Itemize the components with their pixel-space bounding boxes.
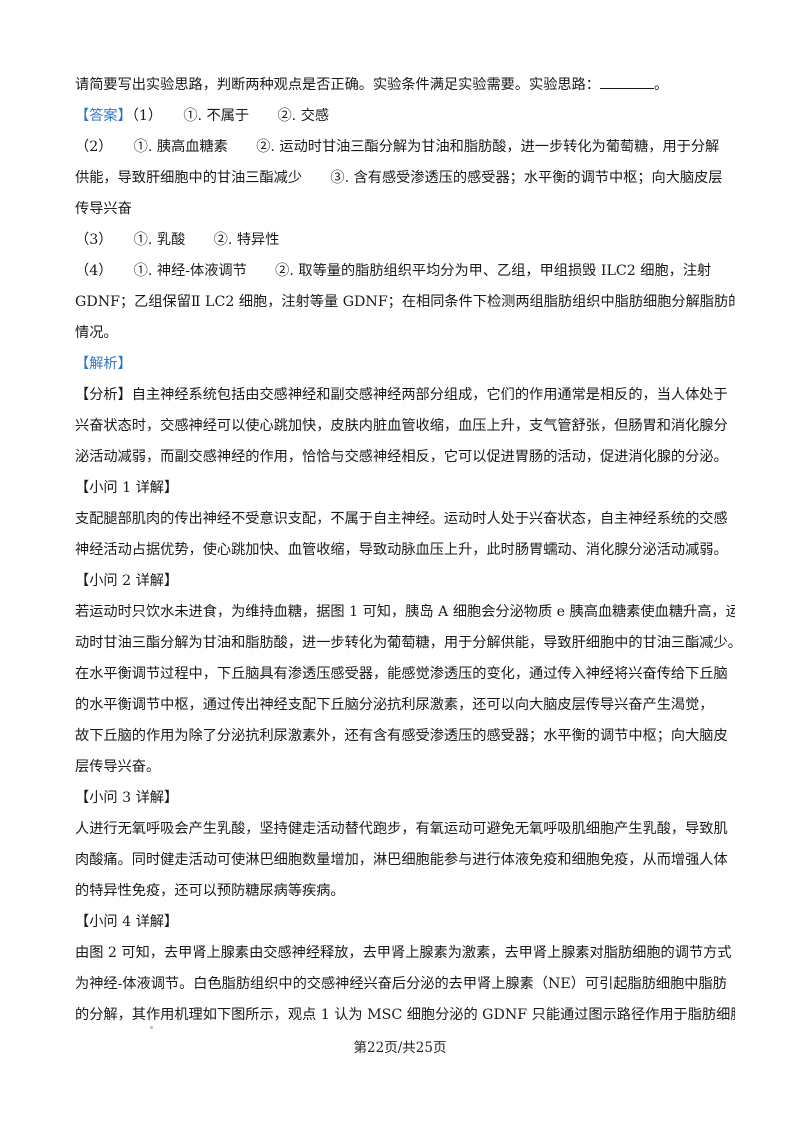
- text-line: 神经活动占据优势，使心跳加快、血管收缩，导致动脉血压上升，此时肠胃蠕动、消化腺分…: [75, 539, 735, 570]
- section-label: 【答案】: [75, 108, 132, 124]
- text-segment: 【小问 4 详解】: [75, 914, 179, 930]
- text-segment: （2） ①. 胰高血糖素 ②. 运动时甘油三酯分解为甘油和脂肪酸，进一步转化为葡…: [75, 139, 720, 155]
- text-line: （3） ①. 乳酸 ②. 特异性: [75, 229, 735, 260]
- text-segment: 肉酸痛。同时健走活动可使淋巴细胞数量增加，淋巴细胞能参与进行体液免疫和细胞免疫，…: [75, 852, 728, 868]
- text-line: 情况。: [75, 322, 735, 353]
- text-line: 若运动时只饮水未进食，为维持血糖，据图 1 可知，胰岛 A 细胞会分泌物质 e …: [75, 601, 735, 632]
- text-segment: 的水平衡调节中枢，通过传出神经支配下丘脑分泌抗利尿激素，还可以向大脑皮层传导兴奋…: [75, 697, 714, 713]
- text-line: 动时甘油三酯分解为甘油和脂肪酸，进一步转化为葡萄糖，用于分解供能，导致肝细胞中的…: [75, 632, 735, 663]
- scan-dot: [150, 1026, 153, 1029]
- text-line: （2） ①. 胰高血糖素 ②. 运动时甘油三酯分解为甘油和脂肪酸，进一步转化为葡…: [75, 136, 735, 167]
- text-segment: 故下丘脑的作用为除了分泌抗利尿激素外，还有含有感受渗透压的感受器；水平衡的调节中…: [75, 728, 728, 744]
- section-label: 【解析】: [75, 356, 132, 372]
- text-line: 供能，导致肝细胞中的甘油三酯减少 ③. 含有感受渗透压的感受器；水平衡的调节中枢…: [75, 167, 735, 198]
- text-segment: 【小问 3 详解】: [75, 790, 179, 806]
- text-line: 由图 2 可知，去甲肾上腺素由交感神经释放，去甲肾上腺素为激素，去甲肾上腺素对脂…: [75, 942, 735, 973]
- text-line: 【小问 4 详解】: [75, 911, 735, 942]
- text-line: （4） ①. 神经-体液调节 ②. 取等量的脂肪组织平均分为甲、乙组，甲组损毁 …: [75, 260, 735, 291]
- text-segment: 供能，导致肝细胞中的甘油三酯减少 ③. 含有感受渗透压的感受器；水平衡的调节中枢…: [75, 170, 723, 186]
- text-line: 故下丘脑的作用为除了分泌抗利尿激素外，还有含有感受渗透压的感受器；水平衡的调节中…: [75, 725, 735, 756]
- text-line: 【小问 2 详解】: [75, 570, 735, 601]
- text-segment: 请简要写出实验思路，判断两种观点是否正确。实验条件满足实验需要。实验思路：: [75, 77, 600, 93]
- text-line: 肉酸痛。同时健走活动可使淋巴细胞数量增加，淋巴细胞能参与进行体液免疫和细胞免疫，…: [75, 849, 735, 880]
- text-line: 【小问 3 详解】: [75, 787, 735, 818]
- text-segment: 支配腿部肌肉的传出神经不受意识支配，不属于自主神经。运动时人处于兴奋状态，自主神…: [75, 511, 728, 527]
- text-segment: 【小问 2 详解】: [75, 573, 179, 589]
- text-line: 兴奋状态时，交感神经可以使心跳加快，皮肤内脏血管收缩，血压上升，支气管舒张，但肠…: [75, 415, 735, 446]
- text-segment: 。: [653, 77, 669, 93]
- text-segment: 泌活动减弱，而副交感神经的作用，恰恰与交感神经相反，它可以促进胃肠的活动，促进消…: [75, 449, 728, 465]
- answer-blank: [599, 74, 654, 89]
- page-footer: 第22页/共25页: [353, 1040, 447, 1056]
- text-segment: 人进行无氧呼吸会产生乳酸，坚持健走活动替代跑步，有氧运动可避免无氧呼吸肌细胞产生…: [75, 821, 728, 837]
- text-segment: 的分解，其作用机理如下图所示，观点 1 认为 MSC 细胞分泌的 GDNF 只能…: [75, 1007, 735, 1023]
- text-line: 【小问 1 详解】: [75, 477, 735, 508]
- text-segment: 【小问 1 详解】: [75, 480, 179, 496]
- text-segment: GDNF；乙组保留Ⅱ LC2 细胞，注射等量 GDNF；在相同条件下检测两组脂肪…: [75, 294, 735, 310]
- text-line: 【分析】自主神经系统包括由交感神经和副交感神经两部分组成，它们的作用通常是相反的…: [75, 384, 735, 415]
- text-segment: 为神经-体液调节。白色脂肪组织中的交感神经兴奋后分泌的去甲肾上腺素（NE）可引起…: [75, 976, 727, 992]
- text-segment: 情况。: [75, 325, 118, 341]
- text-segment: （1） ①. 不属于 ②. 交感: [131, 108, 330, 124]
- text-line: 支配腿部肌肉的传出神经不受意识支配，不属于自主神经。运动时人处于兴奋状态，自主神…: [75, 508, 735, 539]
- text-segment: 在水平衡调节过程中，下丘脑具有渗透压感受器，能感觉渗透压的变化，通过传入神经将兴…: [75, 666, 728, 682]
- text-segment: 兴奋状态时，交感神经可以使心跳加快，皮肤内脏血管收缩，血压上升，支气管舒张，但肠…: [75, 418, 728, 434]
- text-segment: （4） ①. 神经-体液调节 ②. 取等量的脂肪组织平均分为甲、乙组，甲组损毁 …: [75, 263, 712, 279]
- text-segment: 层传导兴奋。: [75, 759, 161, 775]
- text-segment: 若运动时只饮水未进食，为维持血糖，据图 1 可知，胰岛 A 细胞会分泌物质 e …: [75, 604, 735, 620]
- text-line: 的分解，其作用机理如下图所示，观点 1 认为 MSC 细胞分泌的 GDNF 只能…: [75, 1004, 735, 1035]
- document-body: 请简要写出实验思路，判断两种观点是否正确。实验条件满足实验需要。实验思路： 。【答…: [75, 74, 735, 1035]
- text-segment: （3） ①. 乳酸 ②. 特异性: [75, 232, 280, 248]
- text-segment: 传导兴奋: [75, 201, 132, 217]
- text-line: 传导兴奋: [75, 198, 735, 229]
- text-line: 的水平衡调节中枢，通过传出神经支配下丘脑分泌抗利尿激素，还可以向大脑皮层传导兴奋…: [75, 694, 735, 725]
- text-line: 【答案】（1） ①. 不属于 ②. 交感: [75, 105, 735, 136]
- text-line: 的特异性免疫，还可以预防糖尿病等疾病。: [75, 880, 735, 911]
- text-segment: 动时甘油三酯分解为甘油和脂肪酸，进一步转化为葡萄糖，用于分解供能，导致肝细胞中的…: [75, 635, 735, 651]
- text-segment: 的特异性免疫，还可以预防糖尿病等疾病。: [75, 883, 345, 899]
- text-segment: 由图 2 可知，去甲肾上腺素由交感神经释放，去甲肾上腺素为激素，去甲肾上腺素对脂…: [75, 945, 732, 961]
- text-line: 人进行无氧呼吸会产生乳酸，坚持健走活动替代跑步，有氧运动可避免无氧呼吸肌细胞产生…: [75, 818, 735, 849]
- text-line: 泌活动减弱，而副交感神经的作用，恰恰与交感神经相反，它可以促进胃肠的活动，促进消…: [75, 446, 735, 477]
- text-line: 为神经-体液调节。白色脂肪组织中的交感神经兴奋后分泌的去甲肾上腺素（NE）可引起…: [75, 973, 735, 1004]
- text-line: 在水平衡调节过程中，下丘脑具有渗透压感受器，能感觉渗透压的变化，通过传入神经将兴…: [75, 663, 735, 694]
- text-segment: 神经活动占据优势，使心跳加快、血管收缩，导致动脉血压上升，此时肠胃蠕动、消化腺分…: [75, 542, 728, 558]
- text-line: 【解析】: [75, 353, 735, 384]
- text-line: 层传导兴奋。: [75, 756, 735, 787]
- text-segment: 【分析】自主神经系统包括由交感神经和副交感神经两部分组成，它们的作用通常是相反的…: [75, 387, 728, 403]
- text-line: GDNF；乙组保留Ⅱ LC2 细胞，注射等量 GDNF；在相同条件下检测两组脂肪…: [75, 291, 735, 322]
- text-line: 请简要写出实验思路，判断两种观点是否正确。实验条件满足实验需要。实验思路： 。: [75, 74, 735, 105]
